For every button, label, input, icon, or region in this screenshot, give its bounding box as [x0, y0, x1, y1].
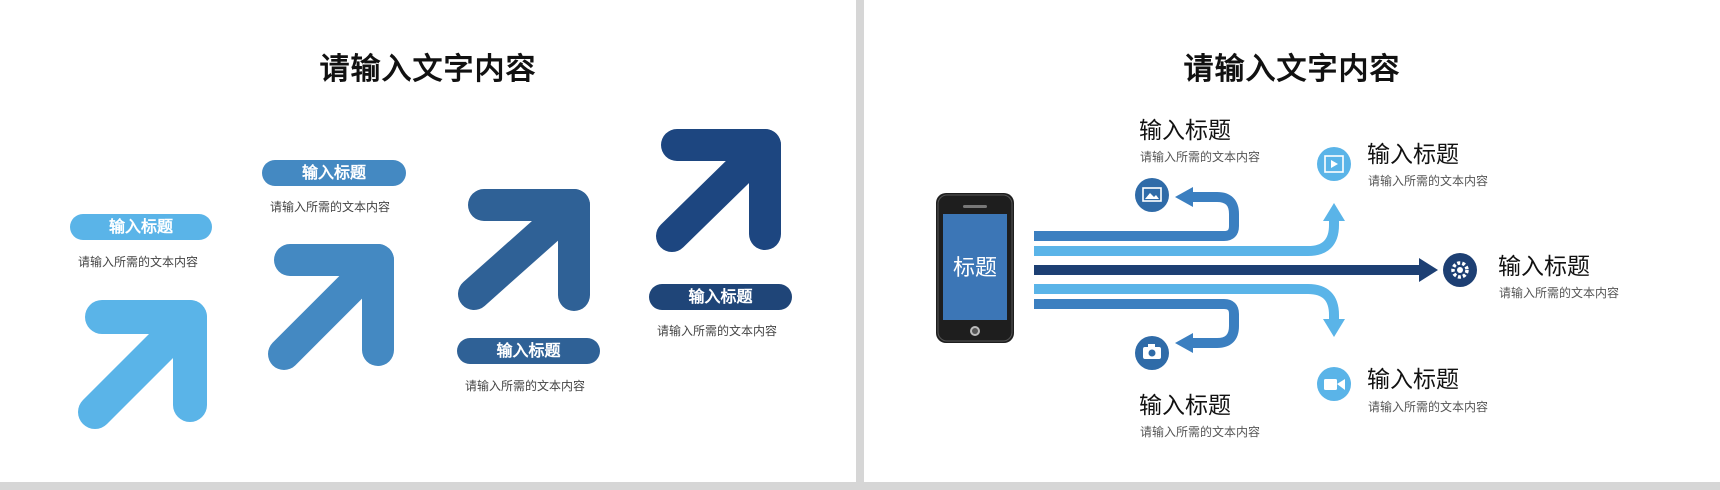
step-4-label: 输入标题 [649, 284, 792, 310]
growth-arrow-3 [458, 189, 590, 311]
item-4-title: 输入标题 [1139, 393, 1231, 419]
step-1-desc: 请输入所需的文本内容 [78, 255, 199, 269]
item-4-desc: 请输入所需的文本内容 [1140, 425, 1261, 439]
growth-arrow-2 [268, 244, 394, 370]
item-3-desc: 请输入所需的文本内容 [1499, 286, 1620, 300]
flow-center [1034, 258, 1438, 282]
step-2-desc: 请输入所需的文本内容 [270, 200, 391, 214]
video-icon [1317, 147, 1351, 181]
item-5-desc: 请输入所需的文本内容 [1368, 400, 1489, 414]
slide-title: 请输入文字内容 [319, 52, 537, 87]
item-1-desc: 请输入所需的文本内容 [1140, 150, 1261, 164]
item-1-title: 输入标题 [1139, 118, 1231, 144]
step-3-label: 输入标题 [457, 338, 600, 364]
flow-branch-up [1034, 203, 1345, 256]
item-5-title: 输入标题 [1367, 367, 1459, 393]
step-3-desc: 请输入所需的文本内容 [465, 379, 586, 393]
growth-arrow-1 [78, 300, 207, 429]
video-camera-icon [1317, 367, 1351, 401]
phone-icon [936, 193, 1014, 343]
slide-title: 请输入文字内容 [1183, 52, 1401, 87]
flow-diagram [936, 147, 1477, 401]
flow-loop-upper [1034, 187, 1239, 241]
growth-arrows [78, 129, 781, 429]
item-3-title: 输入标题 [1498, 254, 1590, 280]
flow-loop-lower [1034, 299, 1239, 353]
phone-label: 标题 [952, 256, 997, 281]
camera-icon [1135, 336, 1169, 370]
step-2-label: 输入标题 [262, 160, 406, 186]
growth-arrow-4 [656, 129, 781, 252]
image-icon [1135, 178, 1169, 212]
gear-icon [1443, 253, 1477, 287]
step-4-desc: 请输入所需的文本内容 [657, 324, 778, 338]
item-2-title: 输入标题 [1367, 142, 1459, 168]
flow-branch-down [1034, 284, 1345, 337]
step-1-label: 输入标题 [70, 214, 212, 240]
slide-right: 请输入文字内容 [864, 0, 1720, 482]
item-2-desc: 请输入所需的文本内容 [1368, 174, 1489, 188]
slide-left: 请输入文字内容 输入标题 请输入所需的文本内容 输入标题 请输入所需的文本内容 … [0, 0, 856, 482]
